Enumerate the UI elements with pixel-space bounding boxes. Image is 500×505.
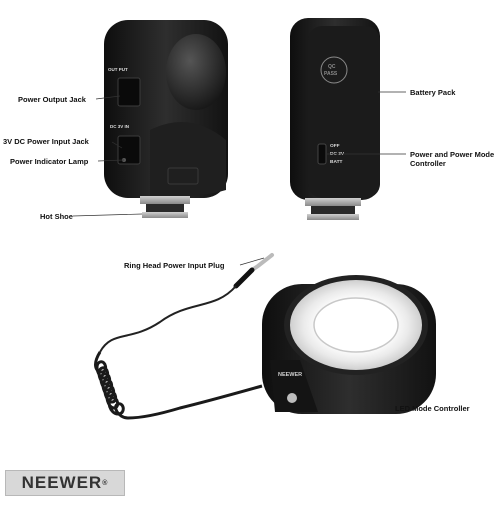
label-power-mode-controller-1: Power and Power Mode — [410, 150, 495, 159]
straight-cable — [99, 285, 237, 353]
plug-tip — [250, 253, 274, 272]
label-hot-shoe: Hot Shoe — [40, 212, 73, 221]
battery-pack-front: OUT PUT DC 3V IN — [104, 20, 228, 218]
label-dc-input-jack: 3V DC Power Input Jack — [3, 137, 89, 146]
plug-body — [233, 267, 255, 289]
front-panel — [150, 122, 226, 197]
label-led-mode-controller: LED Mode Controller — [395, 404, 470, 413]
ring-center — [313, 297, 399, 353]
switch-off-text: OFF — [330, 143, 340, 149]
out-put-text: OUT PUT — [108, 67, 128, 72]
hot-shoe-top — [140, 196, 190, 204]
led-ring-head: NEEWER — [262, 275, 436, 414]
side-shoe-nut — [311, 206, 355, 214]
dc-in-text: DC 3V IN — [110, 124, 129, 129]
front-dome — [166, 34, 226, 110]
qc-text-2: PASS — [324, 71, 338, 77]
label-power-mode-controller-2: Controller — [410, 159, 446, 168]
side-shoe-foot — [307, 214, 359, 220]
label-power-output-jack: Power Output Jack — [18, 95, 86, 104]
front-label-recess — [167, 167, 199, 185]
qc-sticker — [320, 56, 348, 84]
switch-batt-text: BATT — [330, 159, 343, 165]
label-battery-pack: Battery Pack — [410, 88, 456, 97]
dc-input-jack-port — [117, 135, 141, 165]
coiled-cable — [94, 351, 263, 420]
hot-shoe-foot — [142, 212, 188, 218]
logo-brand-text: NEEWER — [21, 473, 103, 492]
logo-registered-mark: ® — [102, 479, 109, 487]
ring-controller-body — [270, 360, 318, 412]
ring-head-cable — [94, 253, 274, 420]
side-shoe-top — [305, 198, 361, 206]
ring-brand-text: NEEWER — [278, 372, 302, 378]
hot-shoe-nut — [146, 204, 184, 212]
battery-pack-side: QC PASS OFF DC 3V BATT — [290, 18, 380, 220]
output-jack-port — [117, 77, 141, 107]
qc-text-1: QC — [328, 64, 336, 70]
power-mode-switch — [317, 143, 327, 165]
led-mode-button — [287, 393, 297, 403]
label-ring-head-plug: Ring Head Power Input Plug — [124, 261, 225, 270]
label-power-indicator: Power Indicator Lamp — [10, 157, 89, 166]
neewer-logo: NEEWER® — [5, 470, 125, 496]
side-panel — [308, 26, 380, 198]
